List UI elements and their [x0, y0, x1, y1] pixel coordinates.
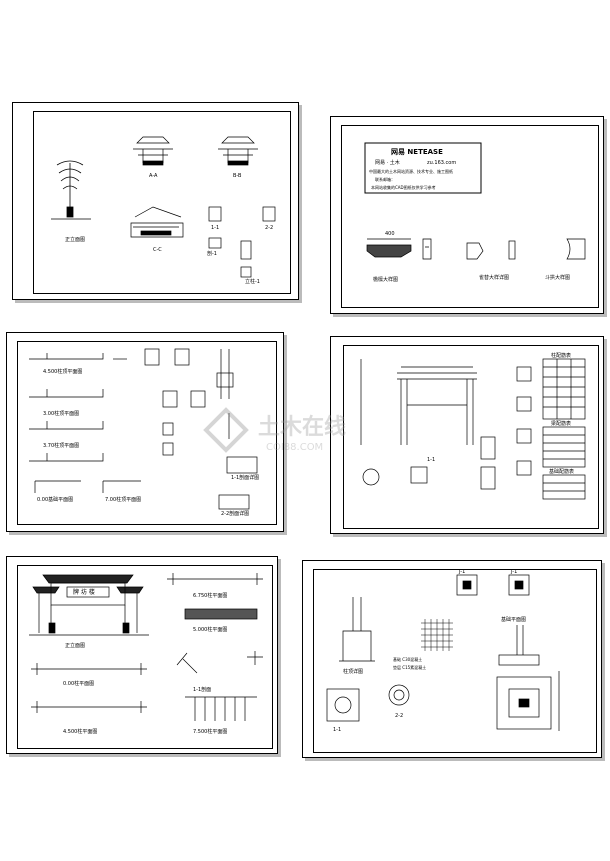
- caption-front-elevation: 正立面图: [65, 642, 85, 649]
- drawing-sheet-4: 1-1 柱配筋表 梁配筋表 基础配筋表: [330, 336, 604, 534]
- caption-section-1: 剖-1: [207, 250, 217, 257]
- caption-plan-000: 0.00柱平面图: [63, 680, 94, 687]
- caption-1-1: 1-1: [333, 727, 341, 733]
- caption-front-elevation: 正立面图: [65, 236, 85, 243]
- caption-foundation-plan: 基础平面图: [501, 616, 526, 623]
- sheet-5-drawing: 牌 坊 楼 正立面图 0.00柱平面图 4.500柱平面图 6.750柱平面图 …: [29, 573, 263, 735]
- caption-plan-000: 0.00基础平面图: [37, 496, 73, 503]
- dimension-400: 400: [385, 231, 395, 237]
- caption-j1-a: J-1: [458, 569, 465, 575]
- title-block-line2: zu.163.com: [427, 160, 456, 166]
- title-block: [364, 142, 482, 194]
- caption-2-2: 2-2: [395, 713, 403, 719]
- gate-plaque: 牌 坊 楼: [73, 588, 95, 596]
- watermark-title: 土木在线: [258, 414, 346, 440]
- caption-plan-7500: 7.500柱平面图: [193, 728, 227, 735]
- sheet-frame: [33, 111, 291, 294]
- caption-plan-4500: 4.500柱平面图: [63, 728, 97, 735]
- title-block-line1: 网易 · 土木: [375, 159, 400, 166]
- caption-plan-7000: 7.00柱顶平面图: [105, 496, 141, 503]
- caption-b-b: B-B: [233, 173, 242, 179]
- title-block-line3: 中国最大的土木网站资源、技术专业、施工图纸: [369, 168, 453, 174]
- caption-plan-5000: 5.000柱平面图: [193, 626, 227, 633]
- sheet-frame: [343, 345, 599, 529]
- title-block-line4: 联系邮箱：: [375, 176, 395, 182]
- caption-eave-detail: 檐檩大样图: [373, 276, 398, 283]
- table-title-foundation: 基础配筋表: [549, 468, 574, 475]
- drawing-sheet-5: 牌 坊 楼 正立面图 0.00柱平面图 4.500柱平面图 6.750柱平面图 …: [6, 556, 278, 754]
- caption-plan-3700: 3.70柱顶平面图: [43, 442, 79, 449]
- sheet-1-drawing: 正立面图 A-A B-B C-C 1-1 2-2 剖-1 立柱-1: [51, 136, 276, 285]
- caption-plan-6750: 6.750柱平面图: [193, 592, 227, 599]
- caption-section-1-1: 1-1剖面: [193, 686, 211, 693]
- title-block-line5: 本网站收集的CAD图纸仅供学习参考: [371, 184, 436, 190]
- caption-bracket-detail: 雀替大样详图: [479, 274, 509, 281]
- watermark-logo-icon: [203, 407, 249, 453]
- caption-section-1-1: 1-1剖面详图: [231, 474, 259, 481]
- title-block-title: 网易 NETEASE: [391, 147, 443, 156]
- drawing-sheet-1: 正立面图 A-A B-B C-C 1-1 2-2 剖-1 立柱-1: [12, 102, 299, 300]
- watermark: 土木在线 COI88.COM: [203, 407, 346, 453]
- caption-section-2-2: 2-2剖面详图: [221, 510, 249, 517]
- caption-plan-3000: 3.00柱顶平面图: [43, 410, 79, 417]
- caption-1-1: 1-1: [211, 225, 219, 231]
- drawing-sheet-3: 4.500柱顶平面图 3.00柱顶平面图 3.70柱顶平面图 0.00基础平面图…: [6, 332, 284, 532]
- caption-c-c: C-C: [153, 247, 162, 253]
- sheet-frame: [313, 569, 597, 753]
- caption-j1-b: J-1: [510, 569, 517, 575]
- caption-2-2: 2-2: [265, 225, 273, 231]
- sheet-frame: [17, 565, 273, 749]
- drawing-sheet-2: 网易 NETEASE 网易 · 土木 zu.163.com 中国最大的土木网站资…: [330, 116, 604, 314]
- caption-column-top: 柱顶详图: [343, 668, 363, 675]
- caption-column-1: 立柱-1: [245, 278, 260, 285]
- caption-dougong-detail: 斗拱大样图: [545, 274, 570, 281]
- caption-a-a: A-A: [149, 173, 158, 179]
- drawing-sheet-6: 1-1 2-2 柱顶详图 基础平面图 J-1 J-1 基础 C30混凝土 垫层 …: [302, 560, 602, 758]
- sheet-4-drawing: 1-1 柱配筋表 梁配筋表 基础配筋表: [360, 352, 586, 500]
- sheet-6-drawing: 1-1 2-2 柱顶详图 基础平面图 J-1 J-1 基础 C30混凝土 垫层 …: [326, 569, 560, 733]
- note-bedding: 垫层 C15素混凝土: [393, 664, 426, 670]
- table-title-column: 柱配筋表: [551, 352, 571, 359]
- sheet-2-drawing: 网易 NETEASE 网易 · 土木 zu.163.com 中国最大的土木网站资…: [364, 142, 586, 283]
- note-concrete: 基础 C30混凝土: [393, 656, 422, 662]
- sheet-frame: [17, 341, 277, 525]
- sheet-3-drawing: 4.500柱顶平面图 3.00柱顶平面图 3.70柱顶平面图 0.00基础平面图…: [29, 348, 259, 517]
- caption-1-1: 1-1: [427, 457, 435, 463]
- caption-plan-4500: 4.500柱顶平面图: [43, 368, 82, 375]
- sheet-frame: [341, 125, 599, 308]
- watermark-url: COI88.COM: [266, 442, 323, 453]
- table-title-beam: 梁配筋表: [551, 420, 571, 427]
